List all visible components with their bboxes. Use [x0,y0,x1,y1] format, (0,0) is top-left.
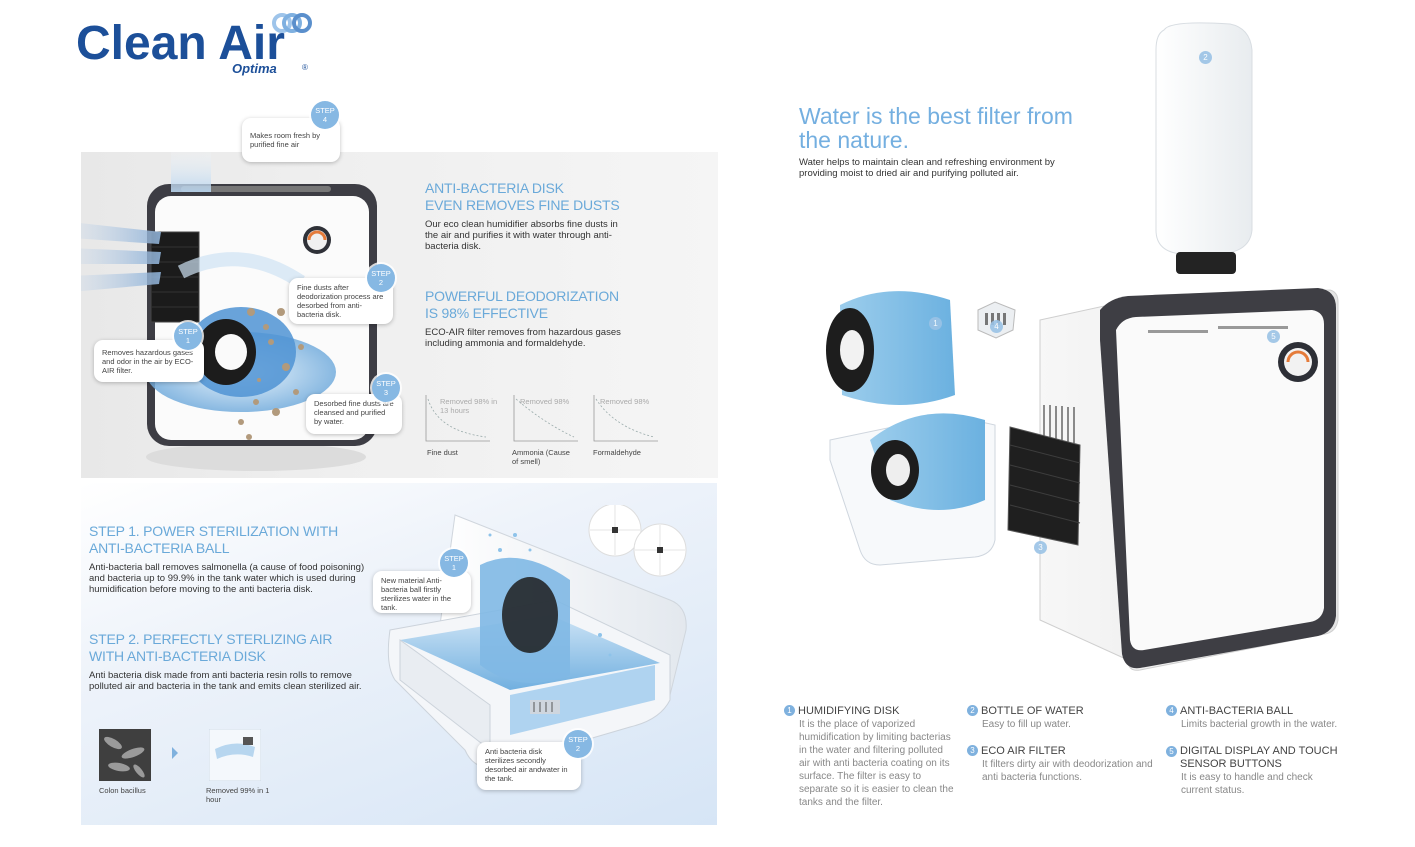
legend-body: Limits bacterial growth in the water. [1181,719,1338,730]
tank-step2-text: Anti bacteria disk sterilizes secondly d… [485,747,568,783]
brand-logo: Clean Air [76,17,285,70]
chart-label: Ammonia (Cause of smell) [512,448,570,466]
legend-body: Easy to fill up water. [982,719,1071,730]
chart-note: Removed 98% [600,397,650,406]
step4-bubble: Makes room fresh by purified fine air [242,118,340,162]
tank-step2-bubble: Anti bacteria disk sterilizes secondly d… [477,742,581,790]
chart-note: Removed 98% in 13 hours [440,397,498,415]
heading-line: IS 98% EFFECTIVE [425,305,548,321]
legend-title: ECO AIR FILTER [981,745,1066,757]
power-sterilization-body: Anti-bacteria ball removes salmonella (a… [89,562,365,595]
sterilizing-air-body: Anti bacteria disk made from anti bacter… [89,670,362,692]
step4-text: Makes room fresh by purified fine air [250,131,321,149]
legend-number: 3 [967,745,978,756]
step4-badge: STEP 4 [311,101,339,129]
legend-title: HUMIDIFYING DISK [798,705,900,717]
removal-mini-charts [425,395,658,442]
legend-body: It is the place of vaporized humidificat… [799,719,954,808]
logo-swirl-icon [272,13,312,33]
legend-number: 1 [784,705,795,716]
step3-badge: STEP 3 [372,374,400,402]
right-headline: Water is the best filter from the nature… [799,104,1129,152]
legend-number: 4 [1166,705,1177,716]
tank-step1-text: New material Anti-bacteria ball firstly … [381,576,452,612]
step3-badge-number: 3 [383,388,389,397]
step2-badge: STEP 2 [367,264,395,292]
tank-step1-badge-number: 1 [451,563,457,572]
step2-badge-number: 2 [378,278,384,287]
right-subtext: Water helps to maintain clean and refres… [799,157,1055,179]
step3-badge-label: STEP [376,379,396,388]
sterilizing-air-heading: STEP 2. PERFECTLY STERLIZING AIR WITH AN… [89,631,379,665]
marker-4: 4 [990,320,1003,333]
tank-step1-bubble: New material Anti-bacteria ball firstly … [373,571,471,613]
heading-line: STEP 1. POWER STERILIZATION WITH [89,523,338,539]
tank-step2-badge: STEP 2 [564,730,592,758]
marker-2: 2 [1199,51,1212,64]
headline-line: Water is the best filter from [799,103,1073,129]
sterilized-water-image [209,729,261,781]
water-tank-illustration [387,505,687,768]
step2-text: Fine dusts after deodorization process a… [297,283,384,319]
legend-body: It filters dirty air with deodorization … [982,759,1153,783]
legend-body: It is easy to handle and check current s… [1181,772,1313,796]
chart-label: Formaldehyde [593,448,641,457]
exploded-product-illustration [826,22,1339,671]
anti-bacteria-disk-heading: ANTI-BACTERIA DISK EVEN REMOVES FINE DUS… [425,180,705,214]
legend-title: BOTTLE OF WATER [981,705,1084,717]
tank-step1-badge-label: STEP [444,554,464,563]
tank-step2-badge-number: 2 [575,744,581,753]
legend-title: DIGITAL DISPLAY AND TOUCH SENSOR BUTTONS [1180,745,1338,770]
legend-number: 5 [1166,746,1177,757]
heading-line: WITH ANTI-BACTERIA DISK [89,648,266,664]
legend-number: 2 [967,705,978,716]
step4-badge-number: 4 [322,115,328,124]
step1-badge-number: 1 [185,336,191,345]
brand-subtitle: Optima [232,61,277,76]
legend-title: ANTI-BACTERIA BALL [1180,705,1294,717]
heading-line: ANTI-BACTERIA BALL [89,540,230,556]
step1-badge-label: STEP [178,327,198,336]
step1-text: Removes hazardous gases and odor in the … [102,348,194,375]
chart-note: Removed 98% [520,397,570,406]
power-sterilization-heading: STEP 1. POWER STERILIZATION WITH ANTI-BA… [89,523,379,557]
brand-registered: ® [302,63,308,72]
step4-badge-label: STEP [315,106,335,115]
marker-1: 1 [929,317,942,330]
marker-5: 5 [1267,330,1280,343]
heading-line: STEP 2. PERFECTLY STERLIZING AIR [89,631,333,647]
heading-line: POWERFUL DEODORIZATION [425,288,619,304]
arrow-right-icon [172,747,178,759]
after-label: Removed 99% in 1 hour [206,786,270,804]
humidifier-airflow-illustration [81,152,377,471]
heading-line: ANTI-BACTERIA DISK [425,180,564,196]
headline-line: the nature. [799,127,909,153]
before-label: Colon bacillus [99,786,146,795]
step3-text: Desorbed fine dusts are cleansed and pur… [314,399,394,426]
marker-3: 3 [1034,541,1047,554]
colon-bacillus-image [99,729,151,781]
deodorization-body: ECO-AIR filter removes from hazardous ga… [425,327,621,349]
chart-label: Fine dust [427,448,458,457]
tank-step1-badge: STEP 1 [440,549,468,577]
step1-badge: STEP 1 [174,322,202,350]
step2-badge-label: STEP [371,269,391,278]
heading-line: EVEN REMOVES FINE DUSTS [425,197,620,213]
deodorization-heading: POWERFUL DEODORIZATION IS 98% EFFECTIVE [425,288,705,322]
anti-bacteria-disk-body: Our eco clean humidifier absorbs fine du… [425,219,618,252]
tank-step2-badge-label: STEP [568,735,588,744]
